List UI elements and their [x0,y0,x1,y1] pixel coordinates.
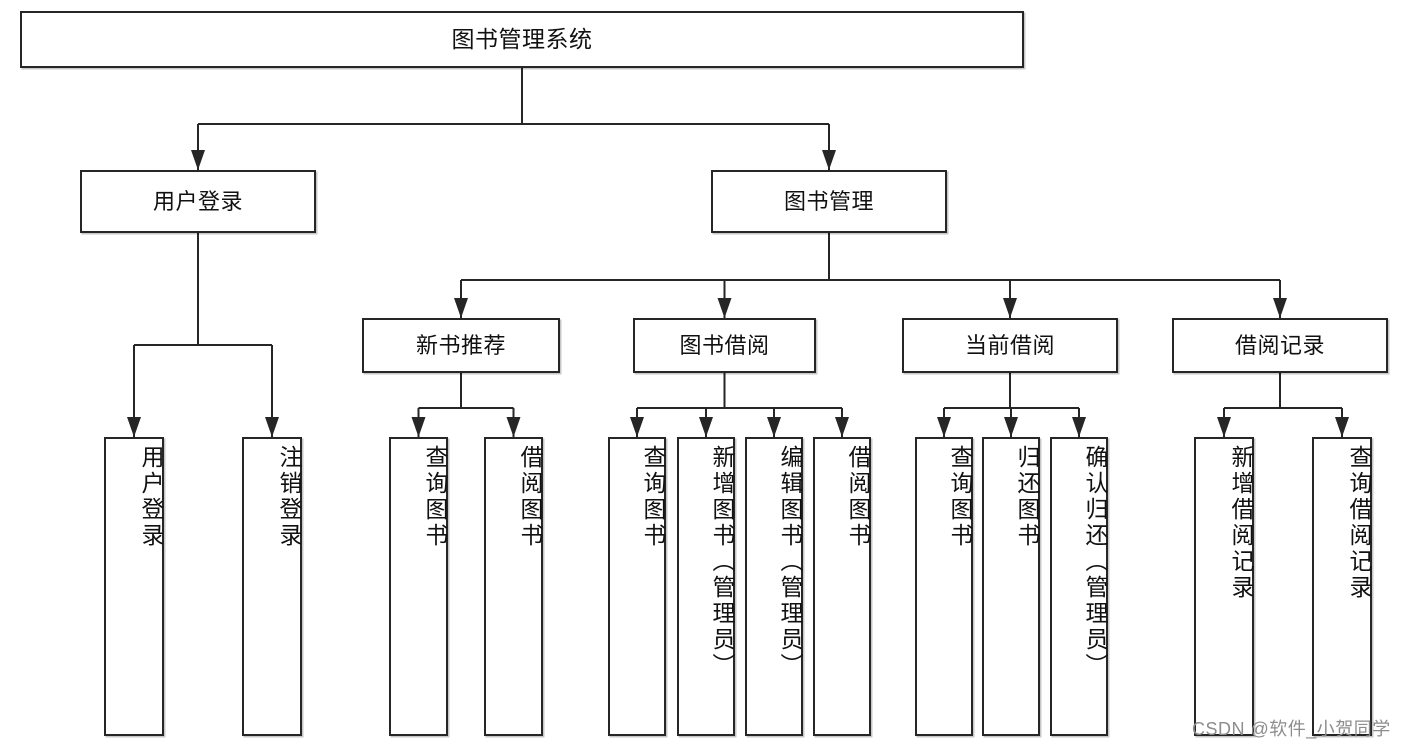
node-leaf-add-book[interactable]: 新增图书（管理员） [677,437,735,736]
node-label: 新书推荐 [415,332,506,358]
node-label: 新增借阅记录 [1228,445,1254,601]
node-leaf-query-book-current[interactable]: 查询图书 [915,437,973,736]
node-user-login[interactable]: 用户登录 [80,170,316,233]
node-root[interactable]: 图书管理系统 [20,11,1024,68]
node-new-book-recommend[interactable]: 新书推荐 [362,318,560,373]
node-borrow-record[interactable]: 借阅记录 [1172,318,1388,373]
node-leaf-user-login[interactable]: 用户登录 [104,437,164,736]
node-label: 用户登录 [152,188,243,214]
node-leaf-edit-book[interactable]: 编辑图书（管理员） [745,437,803,736]
node-label: 查询借阅记录 [1346,445,1372,601]
node-leaf-add-borrow-record[interactable]: 新增借阅记录 [1194,437,1254,736]
node-label: 图书管理 [783,188,874,214]
node-book-management[interactable]: 图书管理 [711,170,947,233]
node-label: 查询图书 [947,445,973,549]
node-label: 查询图书 [640,445,666,549]
node-label: 新增图书（管理员） [709,445,735,679]
node-label: 借阅图书 [517,445,543,549]
node-leaf-borrow-book[interactable]: 借阅图书 [813,437,871,736]
node-label: 编辑图书（管理员） [777,445,803,679]
node-label: 借阅记录 [1234,332,1325,358]
node-label: 当前借阅 [964,332,1055,358]
node-book-borrow[interactable]: 图书借阅 [633,318,816,373]
node-label: 借阅图书 [845,445,871,549]
node-leaf-query-borrow-record[interactable]: 查询借阅记录 [1312,437,1372,736]
node-leaf-borrow-book-rec[interactable]: 借阅图书 [484,437,543,736]
node-leaf-return-book[interactable]: 归还图书 [982,437,1040,736]
node-label: 确认归还（管理员） [1082,445,1108,679]
node-label: 图书借阅 [679,332,770,358]
node-label: 注销登录 [276,445,302,549]
node-leaf-query-book-rec[interactable]: 查询图书 [389,437,448,736]
node-label: 图书管理系统 [451,26,593,53]
node-label: 归还图书 [1014,445,1040,549]
node-label: 用户登录 [138,445,164,549]
node-current-borrow[interactable]: 当前借阅 [902,318,1118,373]
node-leaf-confirm-return[interactable]: 确认归还（管理员） [1050,437,1108,736]
node-leaf-user-logout[interactable]: 注销登录 [242,437,302,736]
node-label: 查询图书 [422,445,448,549]
node-leaf-query-book-borrow[interactable]: 查询图书 [608,437,666,736]
csdn-watermark: CSDN @软件_小贺同学 [1192,719,1391,739]
